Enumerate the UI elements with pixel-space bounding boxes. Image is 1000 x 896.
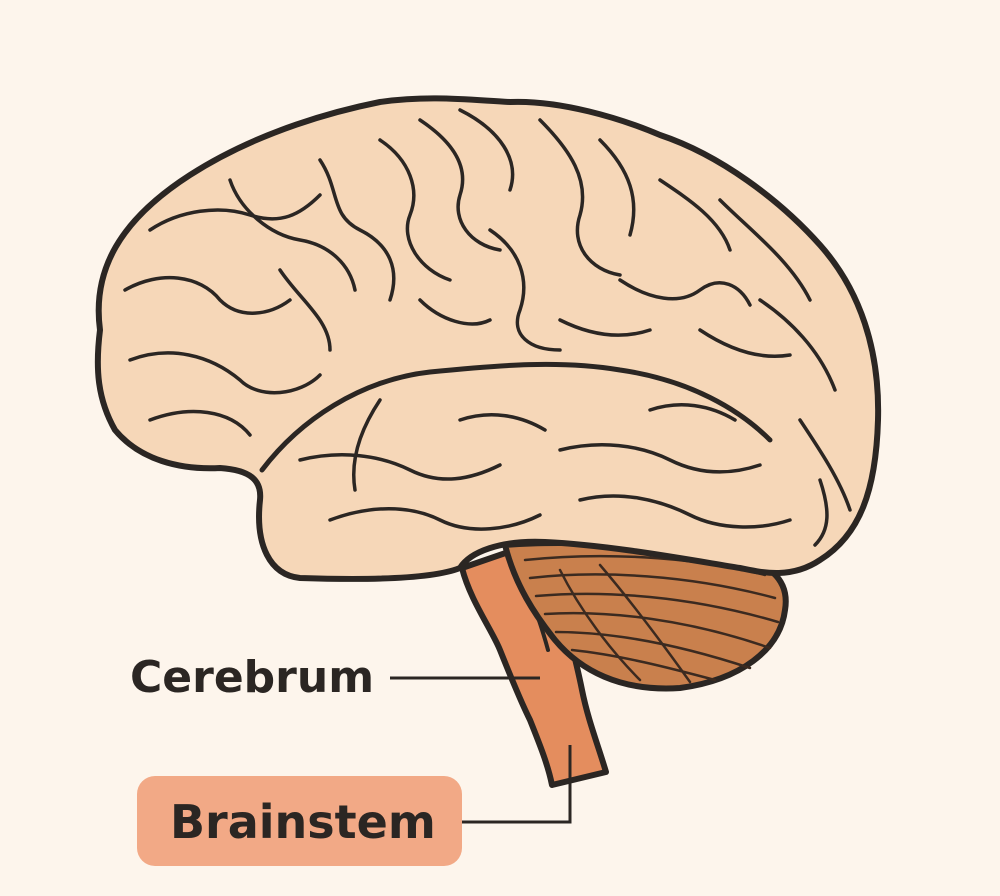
cerebrum-label: Cerebrum [130,652,374,703]
cerebrum-shape [94,95,882,582]
brainstem-label: Brainstem [170,795,436,849]
brainstem-label-tag [137,776,462,866]
cerebellum-folia [523,554,780,684]
cerebrum-gyri [123,108,852,547]
brainstem-leader-line [462,745,572,824]
lateral-sulcus [259,361,773,473]
